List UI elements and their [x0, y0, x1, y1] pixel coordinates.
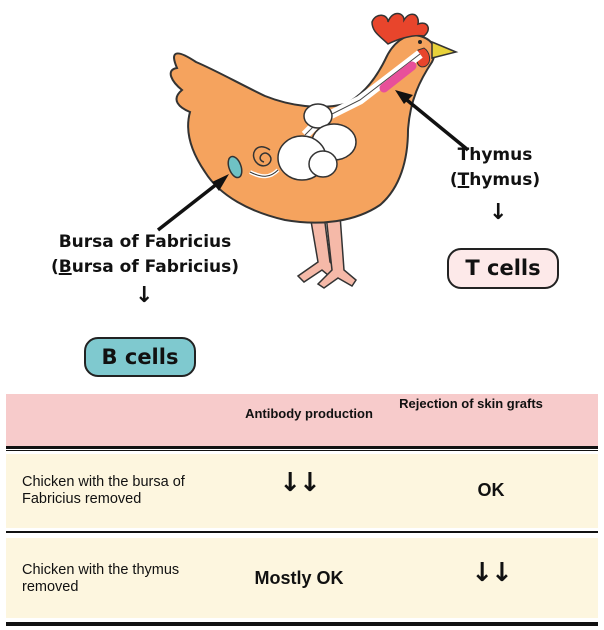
thymus-down-arrow: ↓: [489, 200, 507, 225]
rejection-cell: OK: [416, 480, 566, 501]
table-header: Antibody production Rejection of skin gr…: [6, 394, 598, 446]
bursa-pointer-arrow: [158, 180, 222, 230]
header-rejection-skin-grafts: Rejection of skin grafts: [396, 396, 546, 412]
bursa-label: Bursa of Fabricius (Bursa of Fabricius): [20, 230, 270, 280]
row-label: Chicken with the thymus removed: [22, 562, 222, 596]
table-row: Chicken with the thymus removed Mostly O…: [6, 538, 598, 618]
chicken-eye: [418, 40, 422, 44]
b-cells-box: B cells: [84, 337, 196, 377]
chicken-beak: [432, 42, 456, 58]
chicken-diagram: Thymus (Thymus) ↓ T cells Bursa of Fabri…: [0, 0, 604, 385]
row-divider: [6, 531, 598, 533]
table-row: Chicken with the bursa of Fabricius remo…: [6, 454, 598, 528]
row-label: Chicken with the bursa of Fabricius remo…: [22, 474, 242, 508]
header-rule-thin: [6, 450, 598, 451]
header-rule: [6, 446, 598, 449]
antibody-cell: Mostly OK: [224, 568, 374, 589]
header-antibody-production: Antibody production: [244, 406, 374, 422]
antibody-cell: ↓↓: [224, 468, 374, 498]
bursa-label-sub: (Bursa of Fabricius): [20, 255, 270, 280]
table-bottom-rule: [6, 622, 598, 626]
bursa-down-arrow: ↓: [135, 283, 153, 308]
thymus-label: Thymus (Thymus): [420, 143, 570, 193]
bursa-label-main: Bursa of Fabricius: [20, 230, 270, 255]
rejection-cell: ↓↓: [416, 558, 566, 588]
intestine-organ-2: [309, 151, 337, 177]
thymus-label-sub: (Thymus): [420, 168, 570, 193]
comparison-table: Antibody production Rejection of skin gr…: [6, 394, 598, 628]
chicken-body: [171, 35, 435, 222]
thymus-label-main: Thymus: [420, 143, 570, 168]
thymus-pointer-arrow: [402, 96, 468, 150]
t-cells-box: T cells: [447, 248, 559, 289]
